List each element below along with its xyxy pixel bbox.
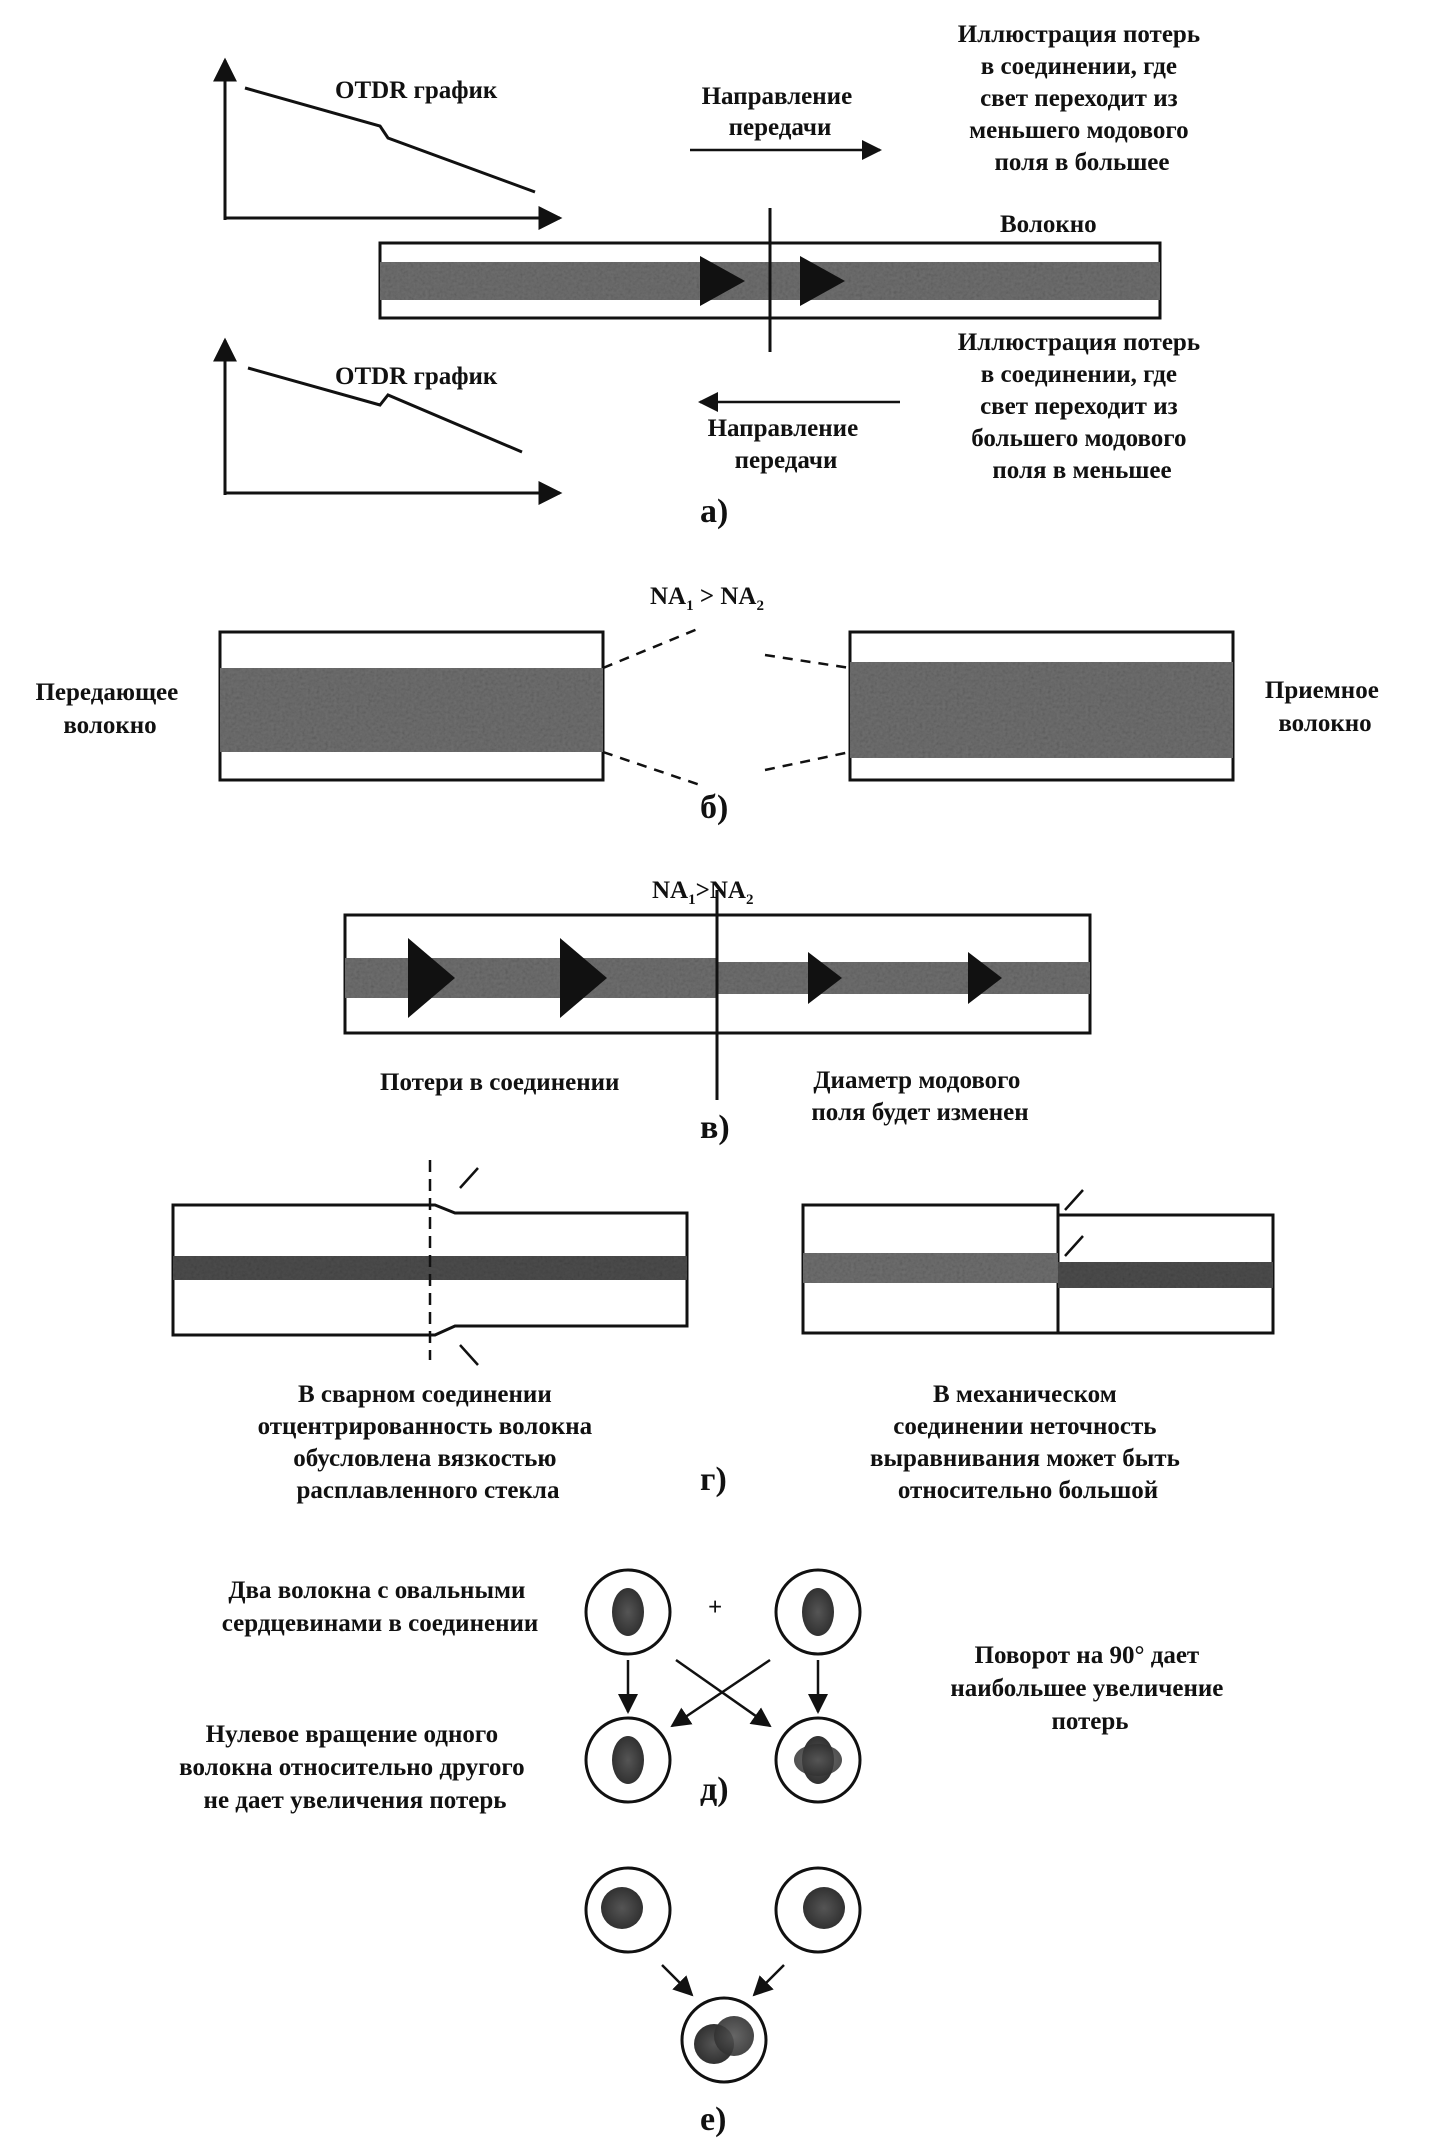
caption-d: д) xyxy=(700,1771,729,1808)
zero-rotation-label: Нулевое вращение одного волокна относите… xyxy=(179,1721,531,1814)
fusion-splice xyxy=(171,1160,689,1366)
oval-core-fiber-top-right xyxy=(774,1568,862,1656)
oval-core-fiber-top-left xyxy=(584,1568,672,1656)
caption-b: б) xyxy=(700,789,728,826)
light-arrow-v4 xyxy=(968,952,1002,1004)
panel-v: NA1>NA2 Потери в соединении Диаметр модо… xyxy=(343,877,1092,1146)
na-relation-v: NA1>NA2 xyxy=(652,877,753,908)
splice-loss-label: Потери в соединении xyxy=(380,1069,619,1096)
caption-a: а) xyxy=(700,493,728,530)
direction-top-label: Направление передачи xyxy=(702,83,859,141)
receiving-fiber xyxy=(848,630,1235,782)
transmitting-fiber-label: Передающее волокно xyxy=(35,679,184,739)
rotation-arrows xyxy=(618,1658,828,1728)
fiber-v xyxy=(343,890,1092,1100)
oval-core-fiber-bottom-left xyxy=(584,1716,672,1804)
mechanical-splice-description: В механическом соединении неточность выр… xyxy=(870,1381,1186,1504)
mechanical-splice xyxy=(801,1189,1275,1335)
panel-d: Два волокна с овальными сердцевинами в с… xyxy=(179,1568,1229,1814)
offset-core-fiber-right xyxy=(774,1866,862,1954)
merge-arrows xyxy=(661,1964,785,1997)
otdr-top-label: OTDR график xyxy=(335,77,498,104)
panel-g: В сварном соединении отцентрированность … xyxy=(171,1160,1275,1504)
loss-description-bottom: Иллюстрация потерь в соединении, где све… xyxy=(958,329,1207,484)
light-arrow-v3 xyxy=(808,952,842,1004)
na-relation-b: NA1 > NA2 xyxy=(650,583,764,614)
direction-bottom-label: Направление передачи xyxy=(708,415,865,474)
two-oval-fibers-label: Два волокна с овальными сердцевинами в с… xyxy=(222,1577,539,1637)
fiber-label: Волокно xyxy=(1000,211,1097,238)
fiber-a xyxy=(378,208,1162,352)
panel-e: е) xyxy=(584,1866,862,2138)
misaligned-core-fiber xyxy=(680,1996,768,2084)
mfd-changed-label: Диаметр модового поля будет изменен xyxy=(811,1067,1028,1126)
caption-e: е) xyxy=(700,2101,726,2138)
rotation-90-label: Поворот на 90° дает наибольшее увеличени… xyxy=(950,1642,1229,1735)
light-arrow-v2 xyxy=(560,938,607,1018)
caption-v: в) xyxy=(700,1109,730,1146)
oval-core-fiber-bottom-right xyxy=(774,1716,862,1804)
otdr-plot-bottom xyxy=(213,337,563,505)
receiving-fiber-label: Приемное волокно xyxy=(1265,677,1385,737)
otdr-plot-top xyxy=(213,57,563,230)
caption-g: г) xyxy=(700,1461,727,1498)
loss-description-top: Иллюстрация потерь в соединении, где све… xyxy=(958,21,1207,176)
light-arrow-1 xyxy=(700,256,745,306)
plus-sign: + xyxy=(708,1594,722,1621)
panel-b: NA1 > NA2 Передающее волокно Приемное во… xyxy=(35,583,1385,826)
transmitting-fiber xyxy=(218,630,605,782)
panel-a: OTDR график Направление передачи Иллюстр… xyxy=(213,21,1207,530)
offset-core-fiber-left xyxy=(584,1866,672,1954)
light-arrow-2 xyxy=(800,256,845,306)
fusion-splice-description: В сварном соединении отцентрированность … xyxy=(258,1381,599,1504)
acceptance-cone-lines xyxy=(602,626,851,787)
light-arrow-v1 xyxy=(408,938,455,1018)
otdr-bottom-label: OTDR график xyxy=(335,363,498,390)
